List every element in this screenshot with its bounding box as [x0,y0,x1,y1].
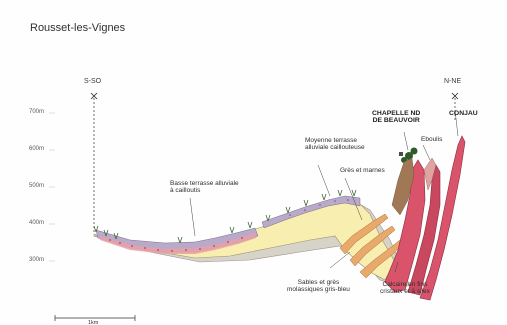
elevation-500-label: 500m [29,183,44,190]
basse-terrasse-line-2: à cailloutis [170,187,239,194]
basse-terrasse-line-1: Basse terrasse alluviale [170,180,239,187]
moyenne-terrasse-line-2: alluviale caillouteuse [305,144,365,151]
calcaire-line-1: Calcaire en fins [380,281,430,288]
basse-terrasse-label: Basse terrasse alluviale à cailloutis [170,180,239,194]
orientation-left-label: S-SO [84,78,101,86]
chapelle-line-1: CHAPELLE ND [372,110,420,117]
scale-label: 1km [88,320,98,325]
orientation-right-label: N-NE [444,78,461,86]
sables-gres-label: Sables et grès molassiques gris-bleu [287,279,350,293]
elevation-600-label: 600m [29,146,44,153]
moyenne-terrasse-label: Moyenne terrasse alluviale caillouteuse [305,137,365,151]
moyenne-terrasse-line-1: Moyenne terrasse [305,137,365,144]
calcaire-layer-right [420,136,465,300]
sables-line-1: Sables et grès [287,279,350,286]
elevation-ticks [49,113,55,261]
chapelle-building [399,152,403,156]
diagram-title: Rousset-les-Vignes [30,22,125,34]
elevation-700-label: 700m [29,109,44,116]
calcaire-line-2: cristaux et à silex [380,288,430,295]
chapelle-label: CHAPELLE ND DE BEAUVOIR [372,110,420,125]
conjau-label: CONJAU [449,110,478,117]
eboulis-label: Eboulis [421,136,442,143]
elevation-400-label: 400m [29,220,44,227]
elevation-300-label: 300m [29,257,44,264]
calcaire-label: Calcaire en fins cristaux et à silex [380,281,430,295]
gres-marnes-label: Grès et marnes [340,167,385,174]
sables-line-2: molassiques gris-bleu [287,286,350,293]
chapelle-line-2: DE BEAUVOIR [372,117,420,124]
